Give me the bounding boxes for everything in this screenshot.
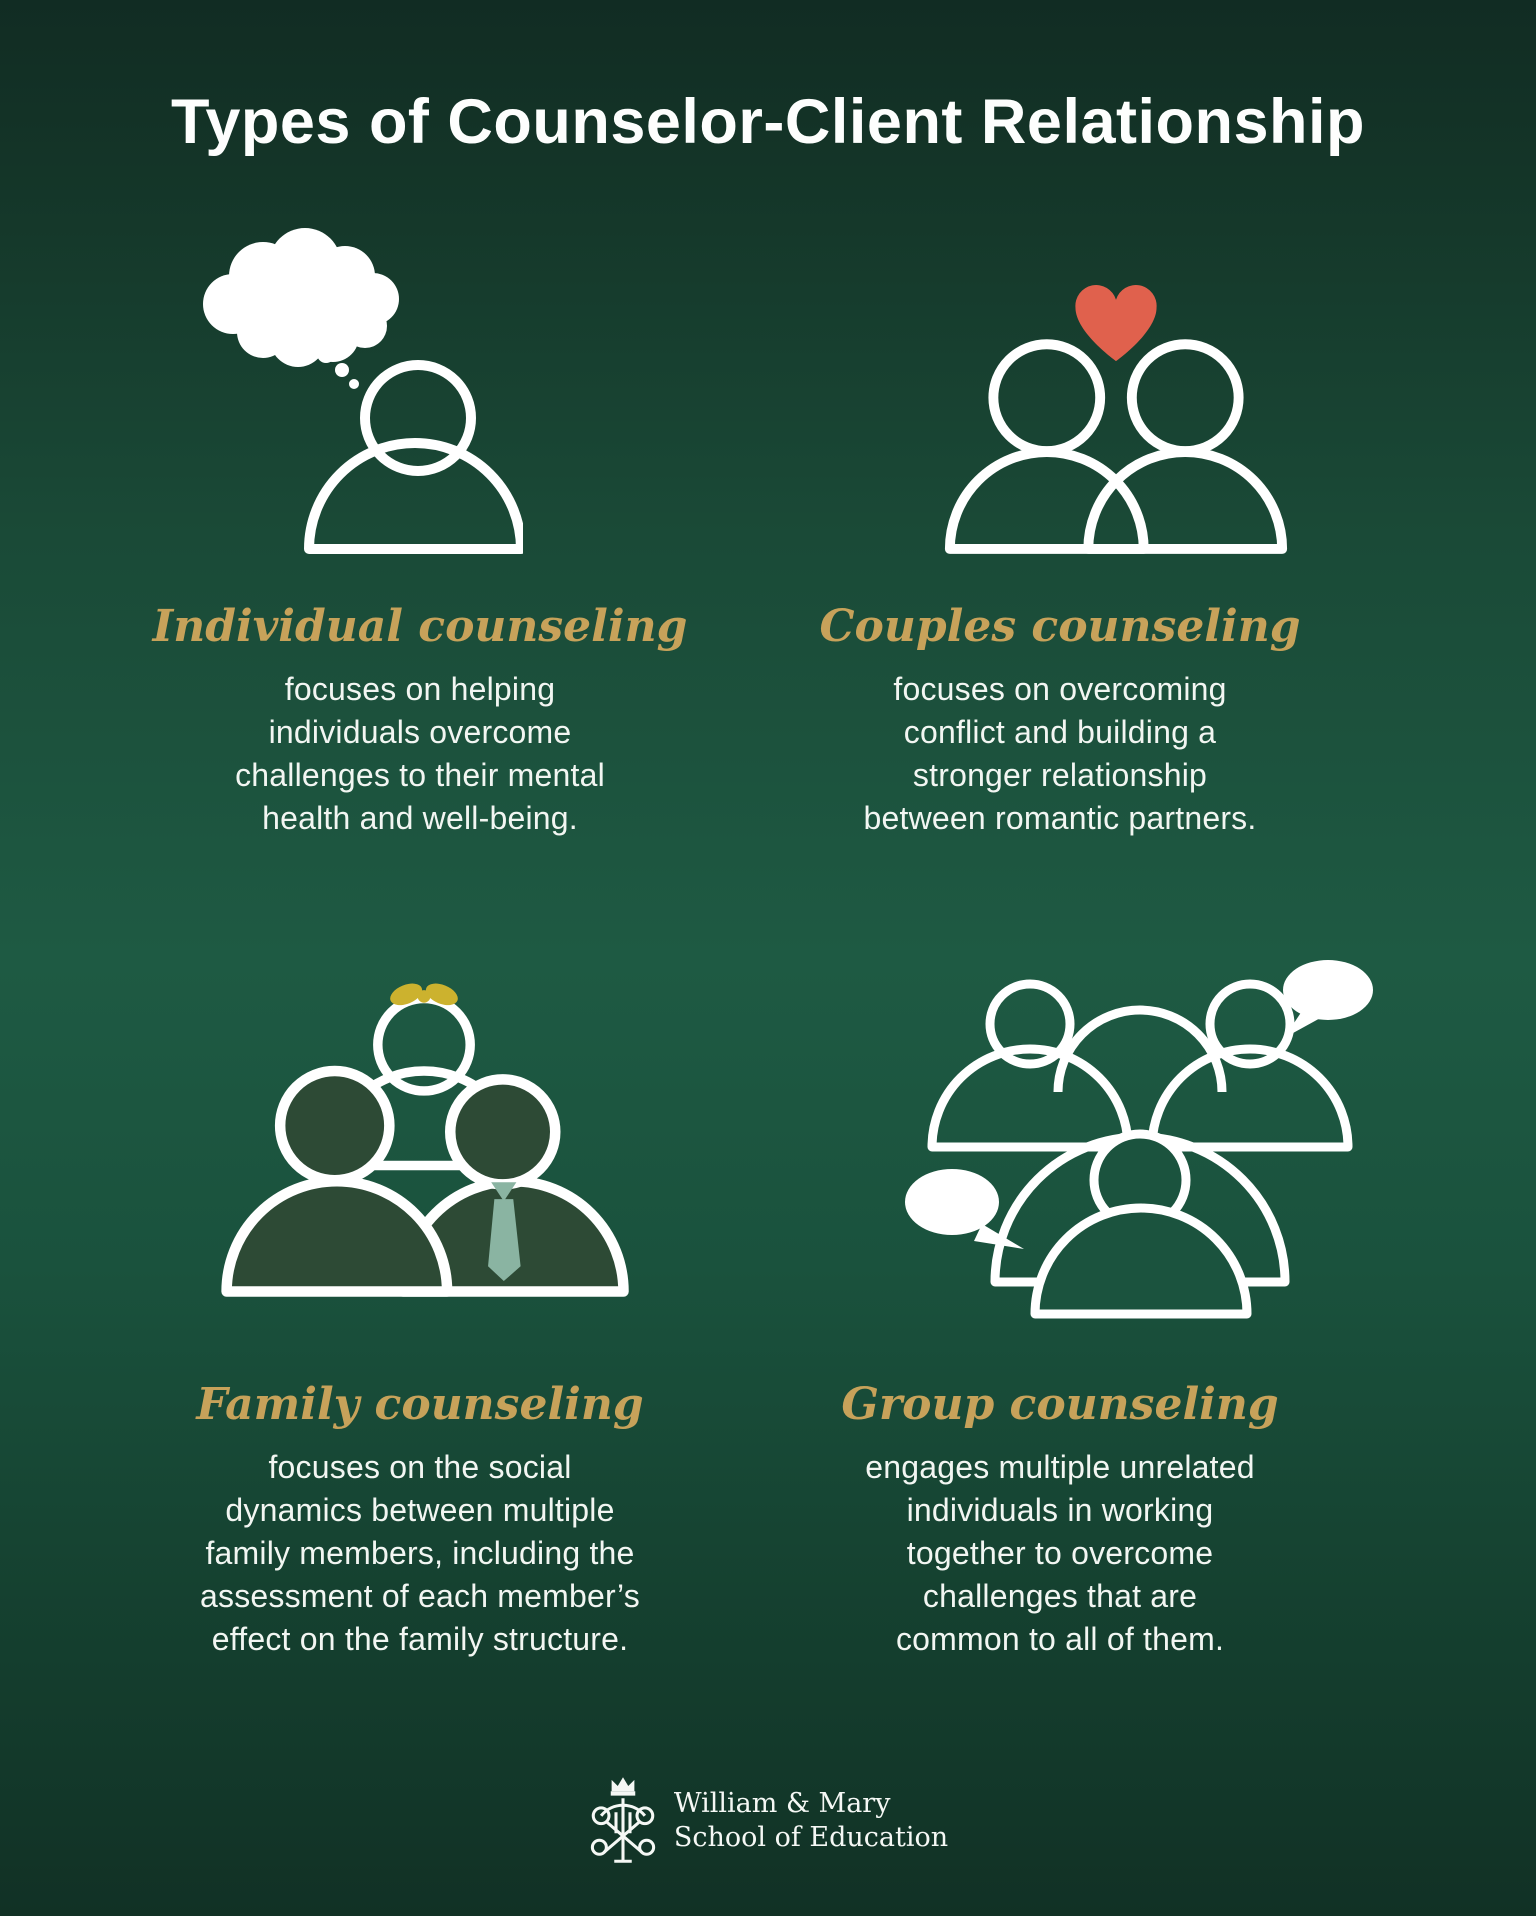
- footer: William & Mary School of Education: [0, 1773, 1536, 1869]
- family-description: focuses on the social dynamics between m…: [200, 1449, 640, 1657]
- couples-description: focuses on overcoming conflict and build…: [863, 671, 1257, 836]
- person-outline: [304, 360, 523, 554]
- parent-left: [221, 1065, 453, 1297]
- person-thought-cloud-icon: [203, 228, 523, 554]
- family-figures-icon: [221, 983, 629, 1297]
- cypher-monogram: [590, 1798, 655, 1863]
- page-title: Types of Counselor-Client Relationship: [171, 87, 1365, 157]
- family-heading: Family counseling: [196, 1379, 644, 1430]
- tie-icon: [488, 1182, 521, 1281]
- individual-heading: Individual counseling: [152, 601, 688, 652]
- section-group: Group counseling engages multiple unrela…: [740, 940, 1380, 1661]
- group-description: engages multiple unrelated individuals i…: [865, 1449, 1255, 1657]
- crown-icon: [610, 1777, 636, 1796]
- group-speech-bubbles-icon: [905, 960, 1373, 1319]
- thought-cloud-icon: [203, 228, 399, 389]
- couple-with-heart-icon: [944, 285, 1288, 554]
- group-icon-box: [820, 940, 1373, 1332]
- section-family: Family counseling focuses on the social …: [100, 940, 740, 1661]
- individual-icon-box: [203, 198, 585, 554]
- speech-bubble-right-icon: [1283, 960, 1373, 1038]
- parent-right: [397, 1074, 629, 1297]
- heart-icon: [1075, 285, 1157, 362]
- wm-royal-cypher-logo: [590, 1777, 655, 1863]
- speech-bubble-left-icon: [905, 1169, 1024, 1249]
- hair-bow-icon: [390, 983, 458, 1006]
- footer-org-school: School of Education: [673, 1822, 949, 1853]
- couples-icon-box: [882, 198, 1288, 554]
- couples-heading: Couples counseling: [819, 601, 1301, 652]
- group-heading: Group counseling: [841, 1379, 1279, 1430]
- couple-outlines: [944, 339, 1288, 554]
- sections-grid: Individual counseling focuses on helping…: [0, 198, 1536, 1661]
- family-icon-box: [210, 940, 630, 1332]
- back-middle-head-arc: [1053, 1005, 1227, 1093]
- group-back-members: [927, 979, 1353, 1287]
- section-couples: Couples counseling focuses on overcoming…: [740, 198, 1380, 840]
- footer-text: William & Mary School of Education: [674, 1787, 948, 1855]
- group-front-member: [1030, 1129, 1252, 1319]
- individual-description: focuses on helping individuals overcome …: [235, 671, 605, 836]
- section-individual: Individual counseling focuses on helping…: [100, 198, 740, 840]
- footer-org-name: William & Mary: [673, 1788, 891, 1819]
